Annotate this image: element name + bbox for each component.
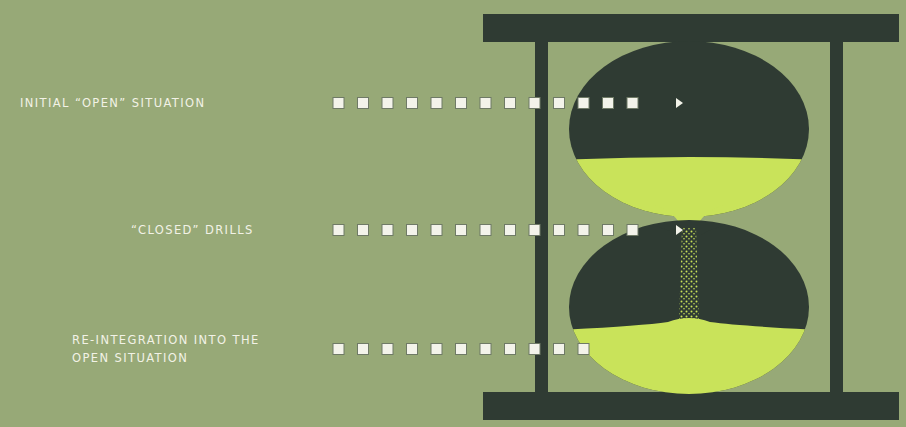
leader-dot bbox=[456, 225, 467, 236]
leader-dot bbox=[358, 225, 369, 236]
leader-dot bbox=[529, 225, 540, 236]
leader-dot bbox=[603, 225, 614, 236]
leader-dot bbox=[358, 344, 369, 355]
leader-dot bbox=[333, 344, 344, 355]
leader-dot bbox=[382, 225, 393, 236]
leader-dot bbox=[431, 344, 442, 355]
leader-dot bbox=[505, 225, 516, 236]
leader-dot bbox=[456, 344, 467, 355]
leader-dot bbox=[505, 344, 516, 355]
leader-dot bbox=[627, 98, 638, 109]
leader-dot bbox=[431, 225, 442, 236]
leader-dot bbox=[554, 225, 565, 236]
leader-dot bbox=[333, 98, 344, 109]
leader-dot bbox=[333, 225, 344, 236]
leader-dot bbox=[627, 225, 638, 236]
leader-dot bbox=[407, 225, 418, 236]
sand-stream bbox=[679, 228, 699, 322]
leader-dot bbox=[578, 225, 589, 236]
pointer-label: INITIAL “OPEN” SITUATION bbox=[20, 94, 340, 112]
leader-dot bbox=[358, 98, 369, 109]
leader-dot bbox=[480, 225, 491, 236]
leader-dot bbox=[407, 344, 418, 355]
leader-dot bbox=[480, 344, 491, 355]
leader-dot bbox=[382, 344, 393, 355]
leader-dot bbox=[603, 98, 614, 109]
bottom-sand bbox=[560, 318, 820, 400]
leader-dot bbox=[529, 98, 540, 109]
leader-dot bbox=[578, 98, 589, 109]
leader-dot bbox=[578, 344, 589, 355]
leader-dot bbox=[431, 98, 442, 109]
leader-dot bbox=[407, 98, 418, 109]
leader-dot bbox=[505, 98, 516, 109]
frame-post bbox=[535, 42, 548, 392]
leader-arrowhead bbox=[676, 225, 683, 235]
leader-dot bbox=[529, 344, 540, 355]
frame-bottom-bar bbox=[483, 392, 899, 420]
frame-post bbox=[830, 42, 843, 392]
frame-top-bar bbox=[483, 14, 899, 42]
leader-dot bbox=[480, 98, 491, 109]
leader-dot bbox=[382, 98, 393, 109]
leader-dot bbox=[554, 98, 565, 109]
leader-dot bbox=[456, 98, 467, 109]
leader-dot bbox=[554, 344, 565, 355]
pointer-label: “CLOSED” DRILLS bbox=[131, 221, 331, 239]
leader-arrowhead bbox=[676, 98, 683, 108]
pointer-label: RE-INTEGRATION INTO THE OPEN SITUATION bbox=[72, 331, 284, 367]
top-sand bbox=[560, 157, 820, 230]
